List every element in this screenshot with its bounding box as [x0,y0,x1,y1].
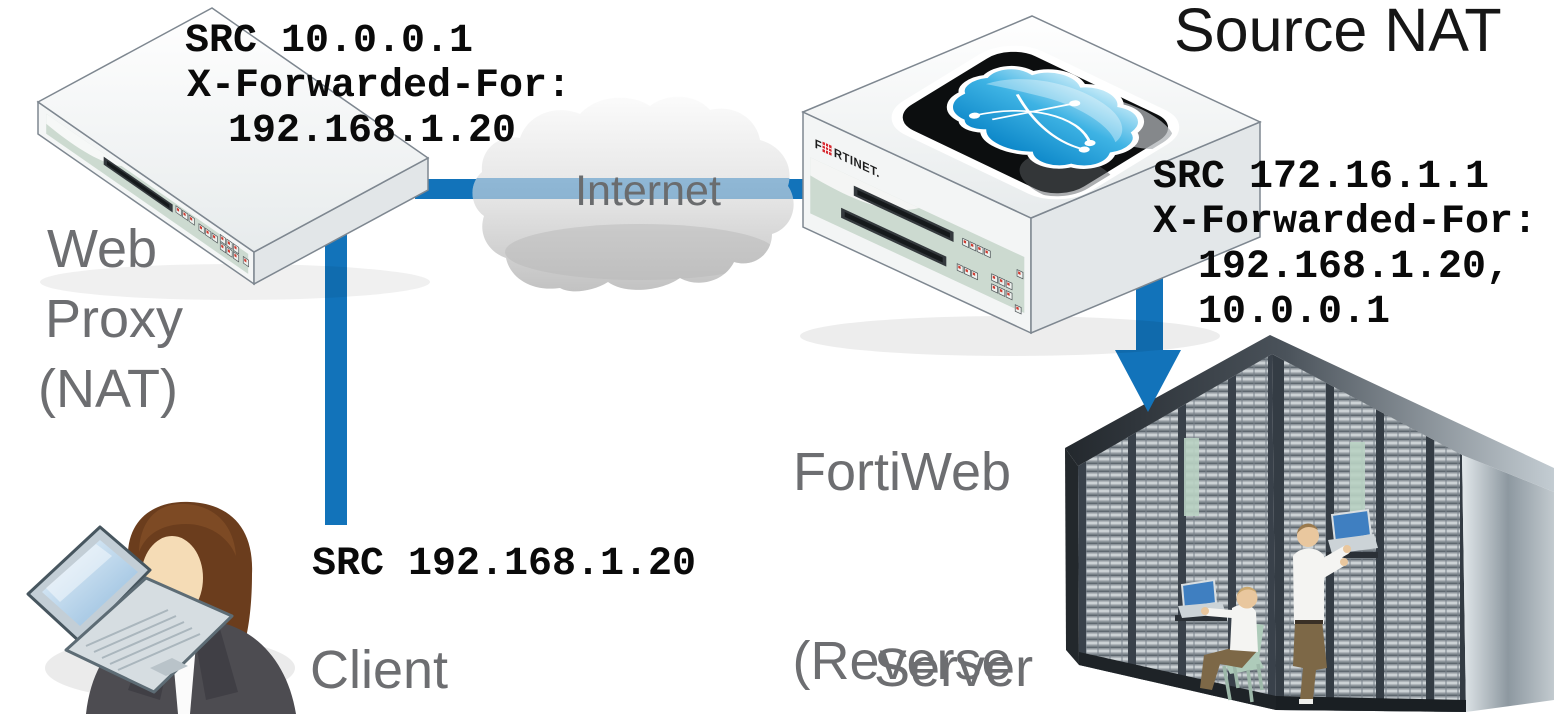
client-label: Client [310,640,449,700]
link-client-proxy [325,232,347,525]
fortiweb-label-line2: (Reverse [792,631,1012,691]
internet-cloud [472,96,794,292]
laptop-icon [26,525,234,694]
fortiweb-label-line1: FortiWeb [792,442,1012,502]
web-proxy-label-line2: Proxy [45,289,184,349]
client-figure [26,501,296,714]
fortiweb-annotation-line1: SRC 172.16.1.1 [1153,155,1490,200]
fortiweb-annotation-line2: X-Forwarded-For: [1153,200,1538,245]
technician-standing [1293,508,1378,704]
diagram-title: Source NAT [1174,0,1502,64]
client-annotation-line1: SRC 192.168.1.20 [312,542,697,587]
technician-seated [1175,578,1264,703]
proxy-annotation-line1: SRC 10.0.0.1 [185,19,474,64]
internet-label: Internet [575,167,721,215]
server-label: Server [874,638,1034,698]
link-through-cloud [472,178,794,199]
fortiweb-label: FortiWeb (Reverse Proxy) [770,315,1034,726]
web-proxy-label-line1: Web [47,219,158,279]
web-proxy-device [36,7,430,300]
proxy-annotation-line2: X-Forwarded-For: [187,64,572,109]
svg-text:F: F [815,136,822,153]
cloud-network-icon [946,65,1145,169]
proxy-annotation-line3: 192.168.1.20 [228,109,517,154]
fortiweb-annotation-line3: 192.168.1.20, [1198,245,1511,290]
web-proxy-label-line3: (NAT) [38,359,178,419]
fortiweb-annotation-line4: 10.0.0.1 [1198,290,1391,335]
fortiweb-badge [891,45,1180,205]
fortiweb-device: F RTINET. [800,15,1262,356]
